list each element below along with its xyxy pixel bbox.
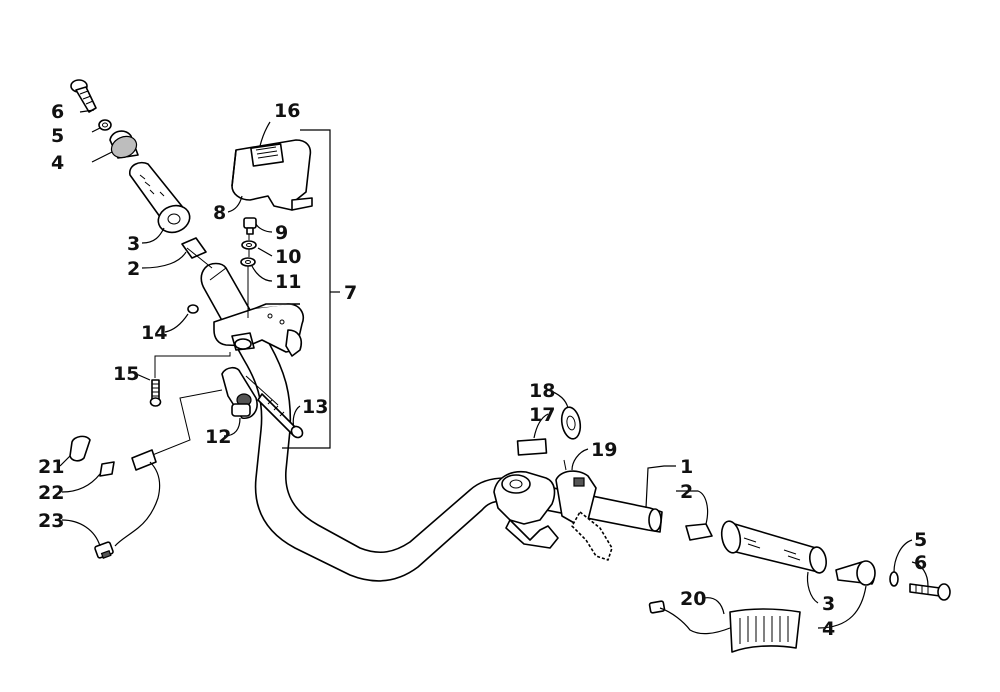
- heater-element-20: [648, 600, 801, 653]
- label-17: [516, 438, 548, 456]
- callout-9: 9: [275, 222, 288, 244]
- callout-8: 8: [213, 202, 226, 224]
- connector-21: [69, 435, 91, 462]
- callout-5-left: 5: [51, 125, 64, 147]
- end-cap-4-left: [109, 130, 139, 159]
- callout-20: 20: [680, 588, 706, 610]
- throttle-housing: [213, 303, 304, 357]
- callout-5-right: 5: [914, 529, 927, 551]
- callout-7: 7: [344, 282, 357, 304]
- callout-2-left: 2: [127, 258, 140, 280]
- callout-18: 18: [529, 380, 555, 402]
- callout-3-right: 3: [822, 593, 835, 615]
- grip-3-right: [720, 520, 827, 574]
- grip-heater-harness-left: [69, 435, 161, 559]
- callout-6-left: 6: [51, 101, 64, 123]
- callout-11: 11: [275, 271, 301, 293]
- end-cap-4-right: [835, 560, 876, 586]
- washer-5-left: [98, 119, 112, 131]
- screw-13: [257, 393, 304, 439]
- callout-labels: 6 5 4 3 2 16 8 9 10 11 7 14 15 13 12 21 …: [38, 100, 927, 640]
- grip-3-left: [129, 161, 191, 234]
- callout-17: 17: [529, 404, 555, 426]
- washer-10: [241, 240, 257, 250]
- throttle-lever-12: [221, 366, 258, 420]
- callout-3-left: 3: [127, 233, 140, 255]
- callout-13: 13: [302, 396, 328, 418]
- screw-9: [243, 217, 257, 235]
- screw-15: [149, 379, 162, 407]
- callout-12: 12: [205, 426, 231, 448]
- callout-22: 22: [38, 482, 64, 504]
- callout-2-right: 2: [680, 481, 693, 503]
- left-grip-assembly: [70, 79, 207, 259]
- sleeve-2-left: [181, 237, 207, 259]
- set-screw-14: [187, 304, 199, 314]
- washer-11: [240, 257, 256, 267]
- bracket-7: [282, 129, 340, 449]
- callout-1: 1: [680, 456, 693, 478]
- right-grip-assembly: [685, 520, 951, 601]
- callout-4-right: 4: [822, 618, 835, 640]
- washer-5-right: [889, 571, 899, 587]
- screw-6-right: [909, 583, 951, 601]
- callout-16: 16: [274, 100, 300, 122]
- alignment-lines: [139, 234, 279, 461]
- pad-22: [99, 461, 115, 477]
- callout-15: 15: [113, 363, 139, 385]
- callout-19: 19: [591, 439, 617, 461]
- callout-4-left: 4: [51, 152, 64, 174]
- right-control-assembly: [493, 406, 613, 561]
- callout-6-right: 6: [914, 552, 927, 574]
- callout-10: 10: [275, 246, 301, 268]
- leader-lines: [59, 109, 929, 629]
- screw-6-left: [70, 79, 97, 113]
- callout-21: 21: [38, 456, 64, 478]
- washer-18: [560, 406, 582, 440]
- sleeve-2-right: [685, 523, 713, 541]
- callout-14: 14: [141, 322, 167, 344]
- callout-23: 23: [38, 510, 64, 532]
- switch-housing-cover: [231, 139, 313, 211]
